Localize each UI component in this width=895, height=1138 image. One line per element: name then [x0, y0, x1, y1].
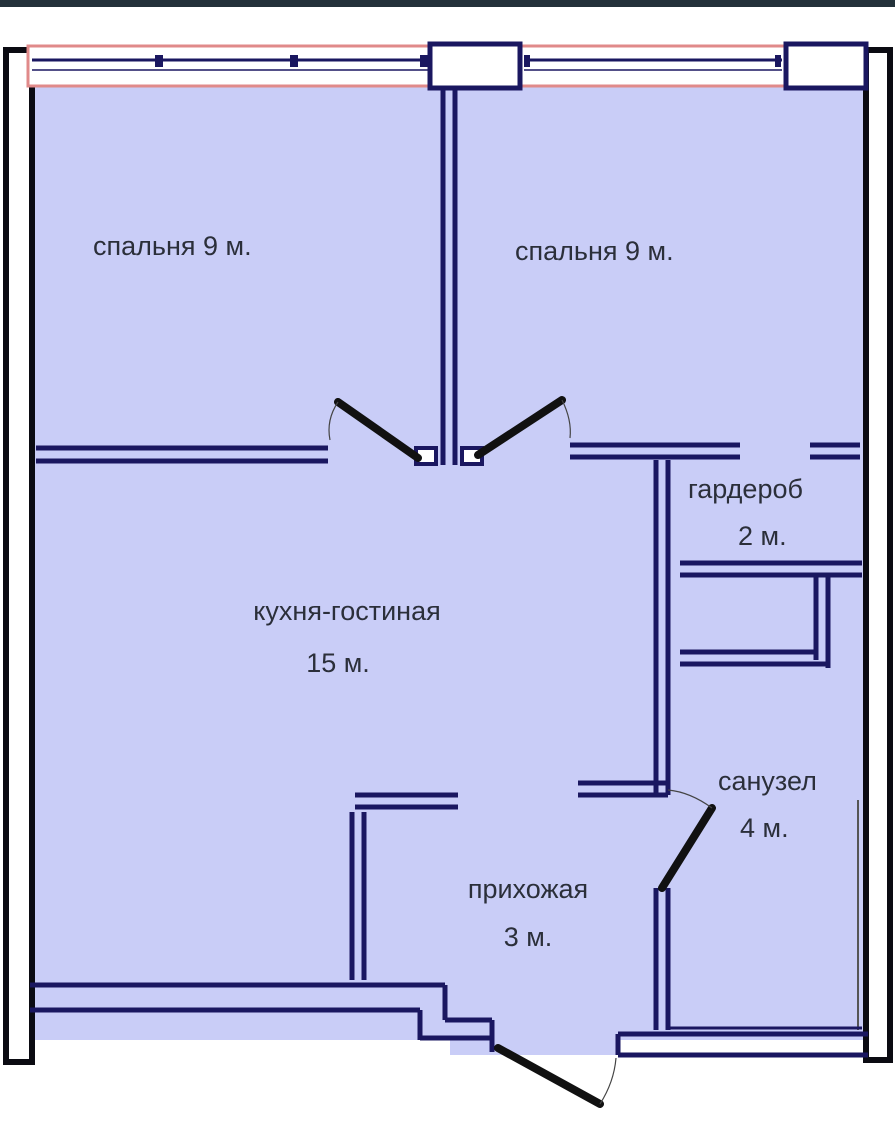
door-entry: [494, 1044, 604, 1108]
label-wardrobe-name: гардероб: [688, 474, 803, 504]
door-bedroom-2: [474, 396, 566, 459]
top-band: [0, 0, 895, 7]
label-hallway-name: прихожая: [468, 874, 588, 904]
label-bathroom-name: санузел: [718, 766, 817, 796]
window-strip: [26, 41, 869, 91]
label-hallway-area: 3 м.: [504, 922, 553, 952]
door-bathroom: [658, 804, 716, 892]
label-kitchen-name: кухня-гостиная: [253, 596, 440, 626]
doors: [334, 396, 716, 1108]
label-bedroom-2: спальня 9 м.: [515, 236, 674, 266]
door-bedroom-1: [334, 398, 422, 462]
outer-wall-left: [3, 47, 35, 1065]
label-bathroom-area: 4 м.: [740, 813, 789, 843]
label-wardrobe-area: 2 м.: [738, 521, 787, 551]
door-swing-arcs: [328, 399, 713, 1105]
floor-area: [28, 52, 868, 1040]
outer-wall-right: [863, 47, 893, 1063]
interior-walls: [30, 88, 868, 1058]
label-bedroom-1: спальня 9 м.: [93, 231, 252, 261]
label-kitchen-area: 15 м.: [306, 648, 370, 678]
